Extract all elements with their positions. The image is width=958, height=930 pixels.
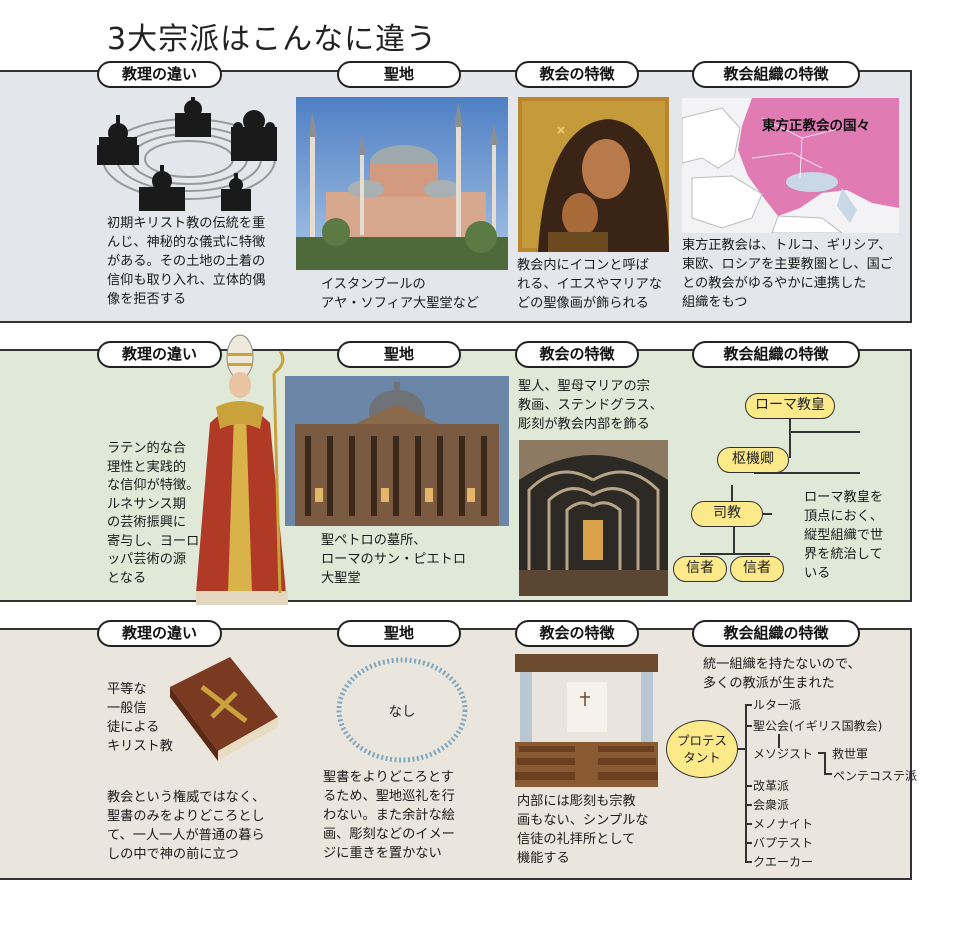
orthodox-org-text: 東方正教会は、トルコ、ギリシア、 東欧、ロシアを主要教圏とし、国ご との教会がゆ… <box>682 238 893 310</box>
denomination-label: ルター派 <box>753 698 802 712</box>
denomination-connector <box>824 773 832 775</box>
catholic-holy-site-caption: 聖ペトロの墓所、 ローマのサン・ピエトロ 大聖堂 <box>321 533 467 586</box>
orthodox-church-silhouettes-icon <box>97 97 277 211</box>
bible-caption: 平等な 一般信 徒による キリスト教 <box>107 682 173 754</box>
catholic-church-text: 聖人、聖母マリアの宗 教画、ステンドグラス、 彫刻が教会内部を飾る <box>518 379 663 432</box>
orthodox-church-text: 教会内にイコンと呼ば れる、イエスやマリアな どの聖像画が飾られる <box>517 258 662 311</box>
denomination-connector <box>745 842 752 844</box>
believer-node: 信者 <box>673 556 727 582</box>
hierarchy-connector <box>754 472 860 474</box>
priest-node: 司教 <box>691 501 763 527</box>
denomination-connector <box>745 785 752 787</box>
no-holy-site-ring <box>336 657 468 763</box>
church-features-header: 教会の特徴 <box>515 61 639 88</box>
cardinal-node: 枢機卿 <box>717 447 789 473</box>
holy-site-header: 聖地 <box>337 620 461 647</box>
denomination-label: メソジスト <box>753 747 814 761</box>
denomination-connector <box>818 752 826 754</box>
orthodox-holy-site-caption: イスタンブールの アヤ・ソフィア大聖堂など <box>321 277 479 311</box>
protestant-org-intro: 統一組織を持たないので、 多くの教派が生まれた <box>703 657 861 691</box>
hierarchy-connector <box>700 553 770 555</box>
pope-figure-icon <box>196 334 288 605</box>
denomination-trunk <box>745 704 747 862</box>
organization-header: 教会組織の特徴 <box>692 341 860 368</box>
holy-site-header: 聖地 <box>337 341 461 368</box>
church-features-header: 教会の特徴 <box>515 341 639 368</box>
no-holy-site-label: なし <box>388 704 416 720</box>
pope-node: ローマ教皇 <box>745 393 835 419</box>
doctrine-header: 教理の違い <box>97 61 222 88</box>
protestant-root-node: プロテス タント <box>666 720 738 778</box>
holy-site-header: 聖地 <box>337 61 461 88</box>
protestant-holy-site-text: 聖書をよりどころとす るため、聖地巡礼を行 わない。また余計な絵 画、彫刻などの… <box>323 770 455 861</box>
cathedral-interior-photo <box>519 440 668 596</box>
protestant-doctrine-text: 教会という権威ではなく、 聖書のみをよりどころとし て、一人一人が普通の暮ら し… <box>107 790 266 862</box>
catholic-org-text: ローマ教皇を 頂点におく、 縦型組織で世 界を統治して いる <box>804 490 884 581</box>
believer-node: 信者 <box>730 556 784 582</box>
protestant-church-text: 内部には彫刻も宗教 画もない、シンプルな 信徒の礼拝所として 機能する <box>517 794 649 866</box>
denomination-label: 改革派 <box>753 779 790 793</box>
methodist-branch-label: ペンテコステ派 <box>833 769 918 783</box>
denomination-label: バプテスト <box>753 836 814 850</box>
denomination-connector <box>745 725 752 727</box>
icon-painting-photo <box>518 97 669 252</box>
doctrine-header: 教理の違い <box>97 620 222 647</box>
bible-icon <box>170 657 278 761</box>
orthodox-doctrine-text: 初期キリスト教の伝統を重 んじ、神秘的な儀式に特徴 がある。その土地の土着の 信… <box>107 216 266 307</box>
map-label: 東方正教会の国々 <box>762 118 870 134</box>
hierarchy-connector <box>733 527 735 553</box>
doctrine-header: 教理の違い <box>97 341 222 368</box>
denomination-connector <box>745 804 752 806</box>
st-peters-basilica-photo <box>285 376 509 526</box>
protestant-panel <box>0 628 912 880</box>
page-title: 3大宗派はこんなに違う <box>107 22 438 57</box>
denomination-connector <box>745 704 752 706</box>
hierarchy-connector <box>790 431 860 433</box>
denomination-connector <box>745 861 752 863</box>
denomination-connector <box>778 734 780 748</box>
denomination-label: 会衆派 <box>753 798 790 812</box>
methodist-branch-label: 救世軍 <box>832 747 869 761</box>
organization-header: 教会組織の特徴 <box>692 620 860 647</box>
denomination-label: 聖公会(イギリス国教会) <box>753 719 883 733</box>
denomination-connector <box>824 752 826 774</box>
hierarchy-connector <box>789 418 791 458</box>
organization-header: 教会組織の特徴 <box>692 61 860 88</box>
denomination-connector <box>737 748 745 750</box>
hagia-sophia-photo <box>296 97 508 270</box>
protestant-church-interior-photo <box>515 654 658 787</box>
denomination-connector <box>745 823 752 825</box>
denomination-label: メノナイト <box>753 817 814 831</box>
orthodox-countries-map <box>682 98 899 233</box>
catholic-doctrine-text: ラテン的な合 理性と実践的 な信仰が特徴。 ルネサンス期 の芸術振興に 寄与し、… <box>107 441 200 586</box>
denomination-label: クエーカー <box>753 855 814 869</box>
church-features-header: 教会の特徴 <box>515 620 639 647</box>
